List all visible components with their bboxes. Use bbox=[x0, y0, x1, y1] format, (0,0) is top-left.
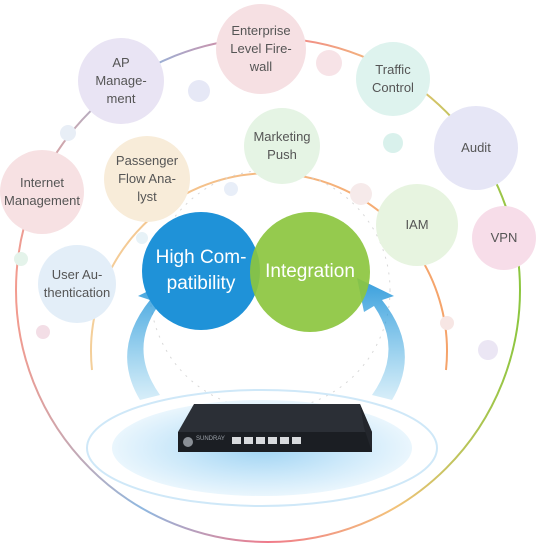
internet-management-label: Internet Management bbox=[4, 175, 80, 208]
decor-dot bbox=[136, 232, 148, 244]
decor-dot bbox=[14, 252, 28, 266]
device-base-ring bbox=[86, 389, 438, 507]
marketing-push-label: Marketing Push bbox=[253, 129, 311, 162]
traffic-control-label: Traffic Control bbox=[372, 62, 414, 95]
decor-dot bbox=[188, 80, 210, 102]
high-compatibility-circle: High Com- patibility bbox=[142, 212, 260, 330]
bubble-ap-management: AP Manage-ment bbox=[78, 38, 164, 124]
device-brand-label: SUNDRAY bbox=[196, 436, 225, 442]
bubble-vpn: VPN bbox=[472, 206, 536, 270]
device-side bbox=[360, 404, 372, 452]
bubble-user-authentication: User Au-thentication bbox=[38, 245, 116, 323]
decor-dot bbox=[383, 133, 403, 153]
decor-dot bbox=[350, 183, 372, 205]
device-top bbox=[178, 404, 372, 432]
integration-label: Integration bbox=[265, 261, 355, 282]
decor-dot bbox=[316, 50, 342, 76]
decor-dot bbox=[36, 325, 50, 339]
audit-label: Audit bbox=[461, 140, 491, 155]
passenger-flow-label: Passenger Flow Ana-lyst bbox=[115, 153, 179, 204]
decor-dot bbox=[60, 125, 76, 141]
high-compatibility-label: High Com- patibility bbox=[155, 247, 247, 294]
user-authentication-label: User Au-thentication bbox=[43, 267, 111, 300]
bubble-internet-management: Internet Management bbox=[0, 150, 84, 234]
integration-circle: Integration bbox=[250, 212, 370, 332]
power-icon bbox=[183, 437, 193, 447]
bubble-traffic-control: Traffic Control bbox=[356, 42, 430, 116]
right-arrow bbox=[357, 278, 405, 400]
iam-label: IAM bbox=[405, 217, 429, 232]
ap-management-label: AP Manage-ment bbox=[95, 55, 147, 106]
decor-dot bbox=[478, 340, 498, 360]
vpn-label: VPN bbox=[490, 230, 518, 245]
decor-dot bbox=[440, 316, 454, 330]
enterprise-firewall-label: Enterprise Level Fire-wall bbox=[230, 23, 292, 74]
bubble-enterprise-firewall: Enterprise Level Fire-wall bbox=[216, 4, 306, 94]
decor-dot bbox=[224, 182, 238, 196]
bubble-iam: IAM bbox=[376, 184, 458, 266]
bubble-passenger-flow: Passenger Flow Ana-lyst bbox=[104, 136, 190, 222]
port-row bbox=[232, 437, 301, 444]
bubble-marketing-push: Marketing Push bbox=[244, 108, 320, 184]
bubble-audit: Audit bbox=[434, 106, 518, 190]
